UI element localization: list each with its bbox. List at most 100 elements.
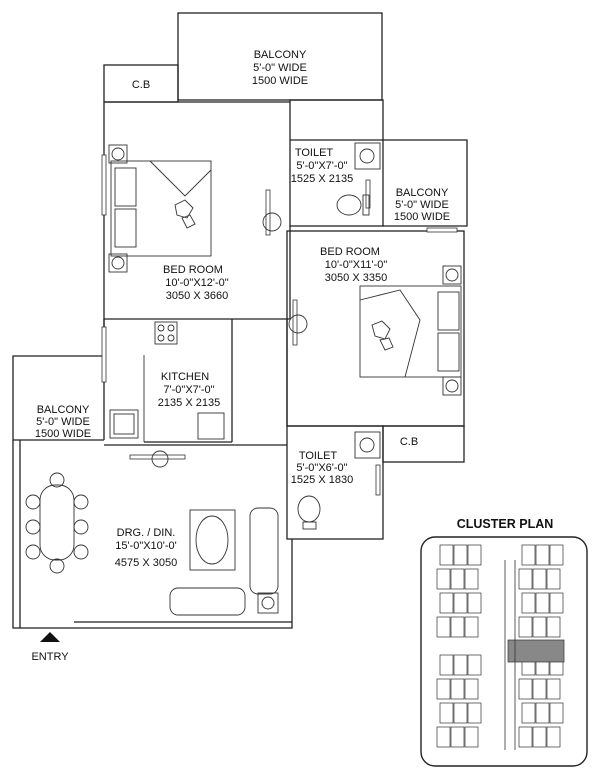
room-dim-imperial: 10'-0"X12'-0" bbox=[165, 277, 228, 289]
room-dim-metric: 3050 X 3350 bbox=[325, 272, 387, 284]
room-dim-metric: 1525 X 1830 bbox=[291, 474, 353, 486]
cluster-unit-block bbox=[521, 592, 536, 614]
cluster-plan: CLUSTER PLAN bbox=[420, 517, 588, 767]
cluster-unit-block bbox=[464, 726, 479, 748]
room-name: BED ROOM bbox=[163, 264, 223, 276]
room-toilet-bottom: TOILET 5'-0"X6'-0" 1525 X 1830 bbox=[291, 450, 353, 486]
room-dim-imperial: 10'-0"X11'-0" bbox=[325, 259, 388, 271]
cluster-unit-block bbox=[535, 592, 550, 614]
side-tables bbox=[108, 144, 462, 396]
room-name: DRG. / DIN. bbox=[117, 527, 176, 539]
room-cb-top: C.B bbox=[132, 79, 150, 91]
room-name: TOILET bbox=[299, 450, 338, 462]
doors-and-windows bbox=[101, 154, 458, 496]
room-name: BALCONY bbox=[396, 187, 449, 199]
living-furniture bbox=[169, 507, 279, 616]
cluster-unit-block bbox=[439, 654, 454, 676]
cluster-unit-block bbox=[436, 678, 451, 700]
room-name: BALCONY bbox=[37, 404, 90, 416]
bed-left bbox=[110, 160, 212, 257]
entry-marker: ENTRY bbox=[31, 632, 69, 663]
entry-label: ENTRY bbox=[31, 651, 69, 663]
cluster-unit-block bbox=[436, 568, 451, 590]
kitchen-fixtures bbox=[109, 321, 225, 442]
cluster-unit-block bbox=[450, 568, 465, 590]
cluster-unit-block bbox=[546, 568, 561, 590]
cluster-unit-block bbox=[450, 678, 465, 700]
room-name: TOILET bbox=[295, 147, 334, 159]
cluster-unit-block bbox=[453, 654, 468, 676]
room-balcony-right: BALCONY 5'-0" WIDE 1500 WIDE bbox=[394, 187, 450, 223]
walls bbox=[12, 12, 468, 629]
room-kitchen: KITCHEN 7'-0"X7'-0" 2135 X 2135 bbox=[158, 371, 220, 409]
bed-right bbox=[359, 285, 462, 378]
cluster-unit-block bbox=[532, 678, 547, 700]
room-dim-metric: 3050 X 3660 bbox=[166, 290, 228, 302]
cluster-plan-title: CLUSTER PLAN bbox=[457, 517, 554, 531]
cluster-unit-block bbox=[464, 616, 479, 638]
room-dim-metric: 1525 X 2135 bbox=[291, 173, 353, 185]
room-drawing-dining: DRG. / DIN. 15'-0"X10'-0' 4575 X 3050 bbox=[115, 527, 177, 569]
room-bedroom-right: BED ROOM 10'-0"X11'-0" 3050 X 3350 bbox=[320, 246, 387, 284]
room-dim-metric: 1500 WIDE bbox=[394, 211, 450, 223]
cluster-unit-block bbox=[518, 678, 533, 700]
cluster-unit-block bbox=[453, 544, 468, 566]
room-dim-imperial: 15'-0"X10'-0' bbox=[115, 540, 177, 552]
cluster-unit-block bbox=[453, 592, 468, 614]
room-name: BALCONY bbox=[254, 49, 307, 61]
cluster-unit-block bbox=[535, 544, 550, 566]
room-dim-metric: 2135 X 2135 bbox=[158, 397, 220, 409]
room-dim-imperial: 5'-0"X6'-0" bbox=[296, 462, 347, 474]
cluster-unit-block bbox=[467, 544, 482, 566]
room-dim-metric: 4575 X 3050 bbox=[115, 557, 177, 569]
cluster-unit-block bbox=[439, 702, 454, 724]
entry-arrow-icon bbox=[40, 632, 60, 642]
cluster-unit-block bbox=[518, 726, 533, 748]
cluster-unit-block bbox=[453, 702, 468, 724]
room-toilet-top: TOILET 5'-0"X7'-0" 1525 X 2135 bbox=[291, 147, 353, 185]
cluster-unit-block bbox=[450, 616, 465, 638]
cluster-unit-block bbox=[518, 616, 533, 638]
cluster-unit-block bbox=[464, 678, 479, 700]
room-bedroom-left: BED ROOM 10'-0"X12'-0" 3050 X 3660 bbox=[163, 264, 229, 302]
room-balcony-left: BALCONY 5'-0" WIDE 1500 WIDE bbox=[35, 404, 91, 440]
cluster-unit-block bbox=[439, 544, 454, 566]
room-name: KITCHEN bbox=[161, 371, 209, 383]
cluster-unit-block bbox=[467, 702, 482, 724]
room-cb-bottom: C.B bbox=[400, 436, 418, 448]
cluster-unit-block bbox=[532, 726, 547, 748]
dining-table bbox=[25, 472, 89, 574]
room-dim-imperial: 7'-0"X7'-0" bbox=[163, 384, 214, 396]
cluster-unit-block bbox=[546, 616, 561, 638]
cluster-unit-block bbox=[436, 726, 451, 748]
room-dim-imperial: 5'-0" WIDE bbox=[253, 62, 307, 74]
room-balcony-top: BALCONY 5'-0" WIDE 1500 WIDE bbox=[252, 49, 308, 87]
cluster-unit-block bbox=[532, 616, 547, 638]
room-dim-metric: 1500 WIDE bbox=[252, 75, 308, 87]
toilet-fixtures bbox=[297, 142, 381, 530]
room-dim-imperial: 5'-0"X7'-0" bbox=[296, 160, 347, 172]
room-dim-imperial: 5'-0" WIDE bbox=[36, 416, 90, 428]
cluster-unit-block bbox=[521, 544, 536, 566]
cluster-unit-block bbox=[467, 592, 482, 614]
cluster-unit-block bbox=[535, 702, 550, 724]
room-dim-imperial: 5'-0" WIDE bbox=[395, 199, 449, 211]
cluster-unit-block bbox=[467, 654, 482, 676]
cluster-highlight-unit bbox=[507, 639, 565, 663]
cluster-unit-block bbox=[549, 592, 564, 614]
cluster-unit-block bbox=[546, 678, 561, 700]
cluster-unit-block bbox=[549, 702, 564, 724]
room-name: BED ROOM bbox=[320, 246, 380, 258]
cluster-unit-block bbox=[532, 568, 547, 590]
cluster-unit-block bbox=[518, 568, 533, 590]
cluster-plan-frame bbox=[420, 536, 588, 767]
cluster-unit-block bbox=[450, 726, 465, 748]
cluster-unit-block bbox=[439, 592, 454, 614]
room-dim-metric: 1500 WIDE bbox=[35, 428, 91, 440]
cluster-unit-block bbox=[521, 702, 536, 724]
cluster-unit-block bbox=[546, 726, 561, 748]
cluster-unit-block bbox=[436, 616, 451, 638]
cluster-unit-block bbox=[549, 544, 564, 566]
cluster-unit-block bbox=[464, 568, 479, 590]
